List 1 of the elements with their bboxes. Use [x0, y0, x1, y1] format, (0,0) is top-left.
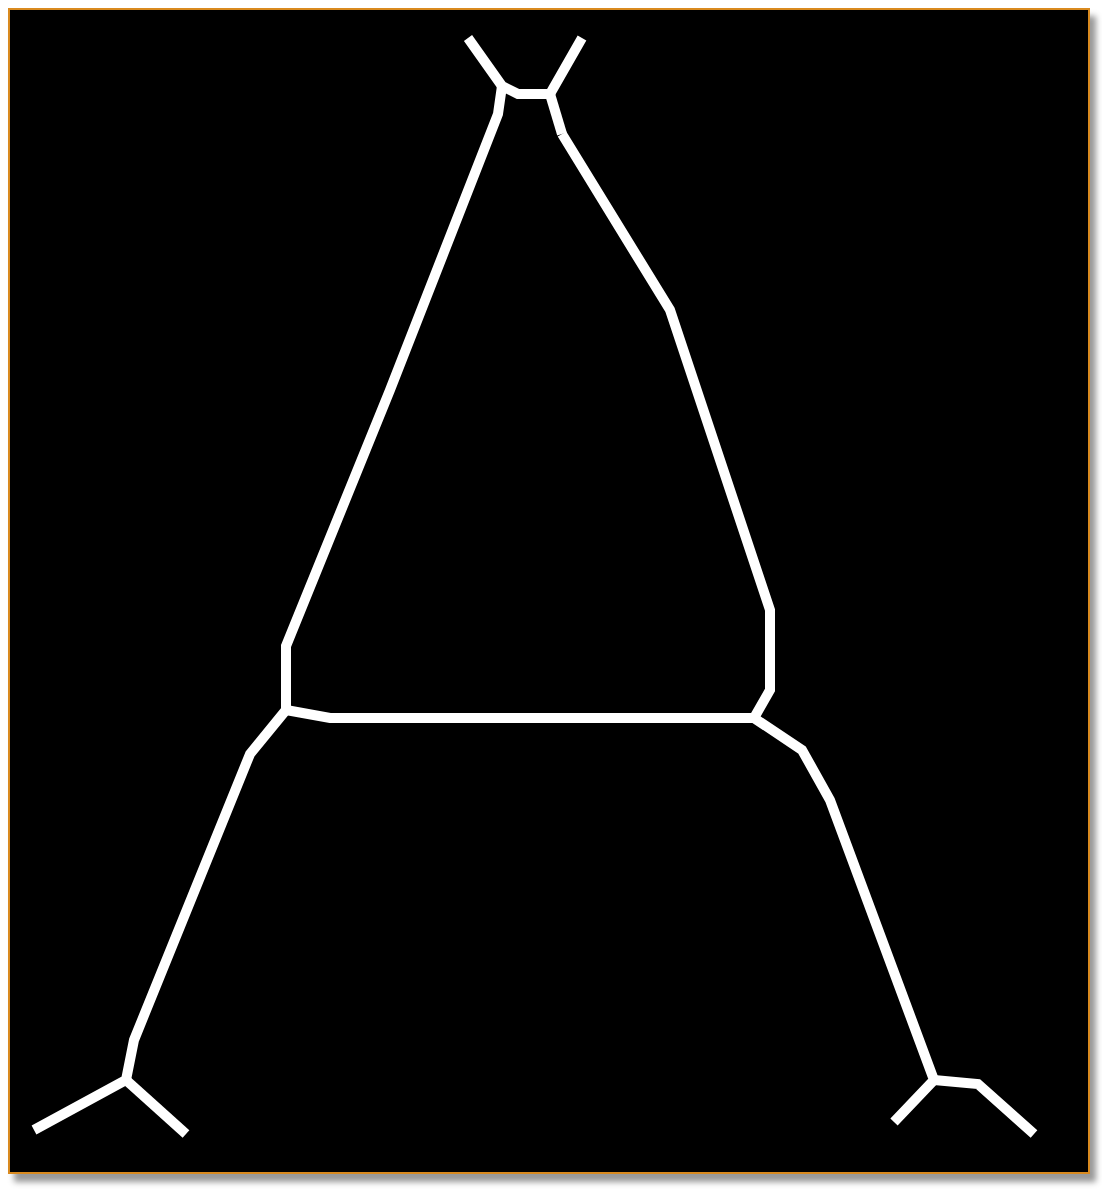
skeleton-letter-picture: [8, 8, 1090, 1174]
